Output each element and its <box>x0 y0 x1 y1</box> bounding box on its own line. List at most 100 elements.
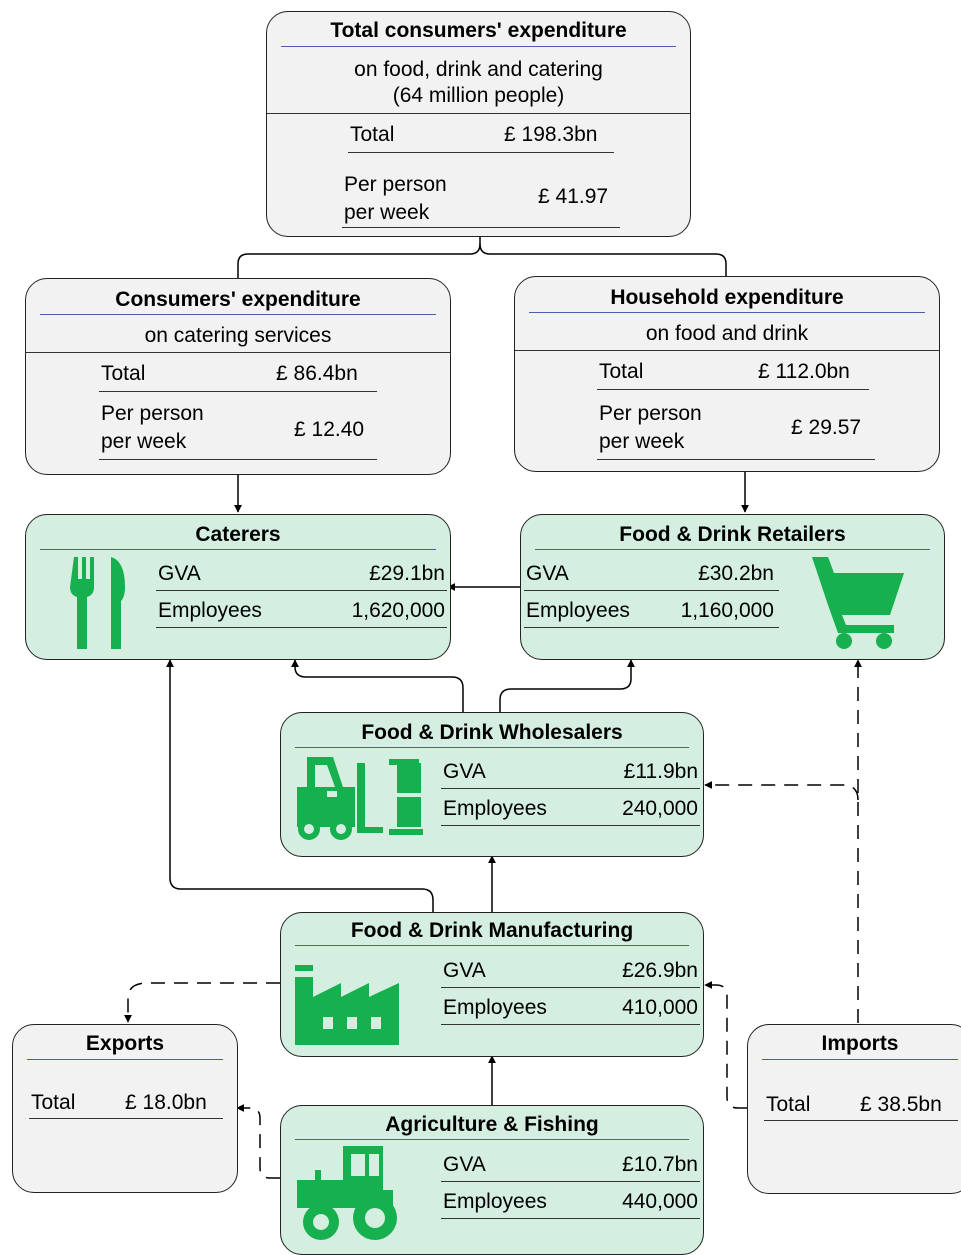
imports-box: Imports Total £ 38.5bn <box>747 1024 961 1194</box>
per-person-value: £ 41.97 <box>538 185 609 208</box>
tractor-icon <box>297 1146 397 1240</box>
household-expenditure-subtitle: on food and drink <box>645 322 809 345</box>
per-person-label: Per person per week <box>101 402 204 453</box>
total-label: Total <box>766 1093 811 1116</box>
title-divider <box>529 312 925 313</box>
agriculture-title: Agriculture & Fishing <box>385 1113 599 1136</box>
title-divider <box>762 1059 958 1060</box>
title-divider <box>295 945 689 946</box>
retailers-box: Food & Drink Retailers GVA £30.2bn Emplo… <box>520 514 945 660</box>
subtitle-divider <box>267 113 690 114</box>
subtitle-divider <box>26 352 450 353</box>
shopping-cart-icon <box>812 557 904 649</box>
gva-label: GVA <box>443 959 486 982</box>
arrow-imports-to-manufacturing <box>704 981 747 1109</box>
row-divider <box>441 987 700 988</box>
catering-expenditure-title: Consumers' expenditure <box>115 288 361 311</box>
household-expenditure-title: Household expenditure <box>610 286 844 309</box>
row-divider <box>99 391 377 392</box>
row-divider <box>348 152 614 153</box>
manufacturing-box: Food & Drink Manufacturing GVA £26.9bn E… <box>280 912 704 1057</box>
arrow-wholesalers-to-caterers <box>291 659 464 712</box>
retailers-title: Food & Drink Retailers <box>619 523 846 546</box>
employees-label: Employees <box>443 996 547 1019</box>
row-divider <box>764 1120 958 1121</box>
row-divider <box>342 227 620 228</box>
gva-value: £26.9bn <box>622 959 698 982</box>
employees-label: Employees <box>443 797 547 820</box>
total-value: £ 18.0bn <box>125 1091 207 1114</box>
employees-label: Employees <box>443 1190 547 1213</box>
per-person-label: Per person per week <box>599 402 702 453</box>
arrow-wholesalers-to-retailers <box>499 659 635 712</box>
total-label: Total <box>31 1091 76 1114</box>
row-divider <box>597 389 869 390</box>
forklift-icon <box>297 757 423 840</box>
wholesalers-title: Food & Drink Wholesalers <box>361 721 623 744</box>
row-divider <box>156 627 447 628</box>
subtitle-divider <box>515 350 939 351</box>
per-person-value: £ 29.57 <box>791 416 862 439</box>
gva-value: £29.1bn <box>369 562 445 585</box>
per-person-value: £ 12.40 <box>294 418 365 441</box>
title-divider <box>295 1139 689 1140</box>
row-divider <box>597 459 875 460</box>
employees-value: 440,000 <box>622 1190 698 1213</box>
gva-value: £30.2bn <box>698 562 774 585</box>
gva-value: £10.7bn <box>622 1153 698 1176</box>
row-divider <box>29 1118 223 1119</box>
arrow-agriculture-to-exports <box>236 1104 280 1179</box>
household-expenditure-box: Household expenditure on food and drink … <box>514 276 940 472</box>
connector-total-split <box>237 236 481 278</box>
per-person-label: Per person per week <box>344 173 447 224</box>
gva-label: GVA <box>443 1153 486 1176</box>
total-expenditure-title: Total consumers' expenditure <box>330 19 627 42</box>
caterers-title: Caterers <box>195 523 281 546</box>
exports-box: Exports Total £ 18.0bn <box>12 1024 238 1193</box>
title-divider <box>40 314 436 315</box>
row-divider <box>441 1181 700 1182</box>
gva-label: GVA <box>526 562 569 585</box>
row-divider <box>441 825 700 826</box>
gva-label: GVA <box>158 562 201 585</box>
row-divider <box>99 459 377 460</box>
total-expenditure-subtitle: on food, drink and catering (64 million … <box>354 58 603 107</box>
total-label: Total <box>599 360 644 383</box>
title-divider <box>295 747 689 748</box>
total-label: Total <box>101 362 146 385</box>
cutlery-icon <box>70 557 125 649</box>
arrow-manufacturing-to-caterers <box>166 659 434 912</box>
catering-expenditure-box: Consumers' expenditure on catering servi… <box>25 278 451 475</box>
row-divider <box>441 1218 700 1219</box>
row-divider <box>156 590 447 591</box>
gva-value: £11.9bn <box>623 760 698 783</box>
catering-expenditure-subtitle: on catering services <box>144 324 332 347</box>
employees-value: 410,000 <box>622 996 698 1019</box>
total-value: £ 86.4bn <box>276 362 358 385</box>
arrow-manufacturing-to-exports <box>124 982 280 1023</box>
agriculture-box: Agriculture & Fishing GVA £10.7bn Employ… <box>280 1105 704 1255</box>
title-divider <box>281 46 676 47</box>
employees-value: 240,000 <box>622 797 698 820</box>
factory-icon <box>295 965 399 1045</box>
employees-label: Employees <box>158 599 262 622</box>
gva-label: GVA <box>443 760 486 783</box>
wholesalers-box: Food & Drink Wholesalers GVA £11.9bn Emp… <box>280 712 704 857</box>
total-value: £ 112.0bn <box>758 360 850 383</box>
employees-label: Employees <box>526 599 630 622</box>
total-expenditure-box: Total consumers' expenditure on food, dr… <box>266 11 691 237</box>
employees-value: 1,620,000 <box>351 599 445 622</box>
imports-title: Imports <box>821 1032 899 1055</box>
row-divider <box>524 590 779 591</box>
title-divider <box>27 1059 223 1060</box>
title-divider <box>40 549 436 550</box>
caterers-box: Caterers GVA £29.1bn Employees 1,620,000 <box>25 514 451 660</box>
exports-title: Exports <box>85 1032 165 1055</box>
total-value: £ 38.5bn <box>860 1093 942 1116</box>
employees-value: 1,160,000 <box>680 599 774 622</box>
row-divider <box>524 627 779 628</box>
row-divider <box>441 1024 700 1025</box>
total-label: Total <box>350 123 395 146</box>
total-value: £ 198.3bn <box>504 123 598 146</box>
